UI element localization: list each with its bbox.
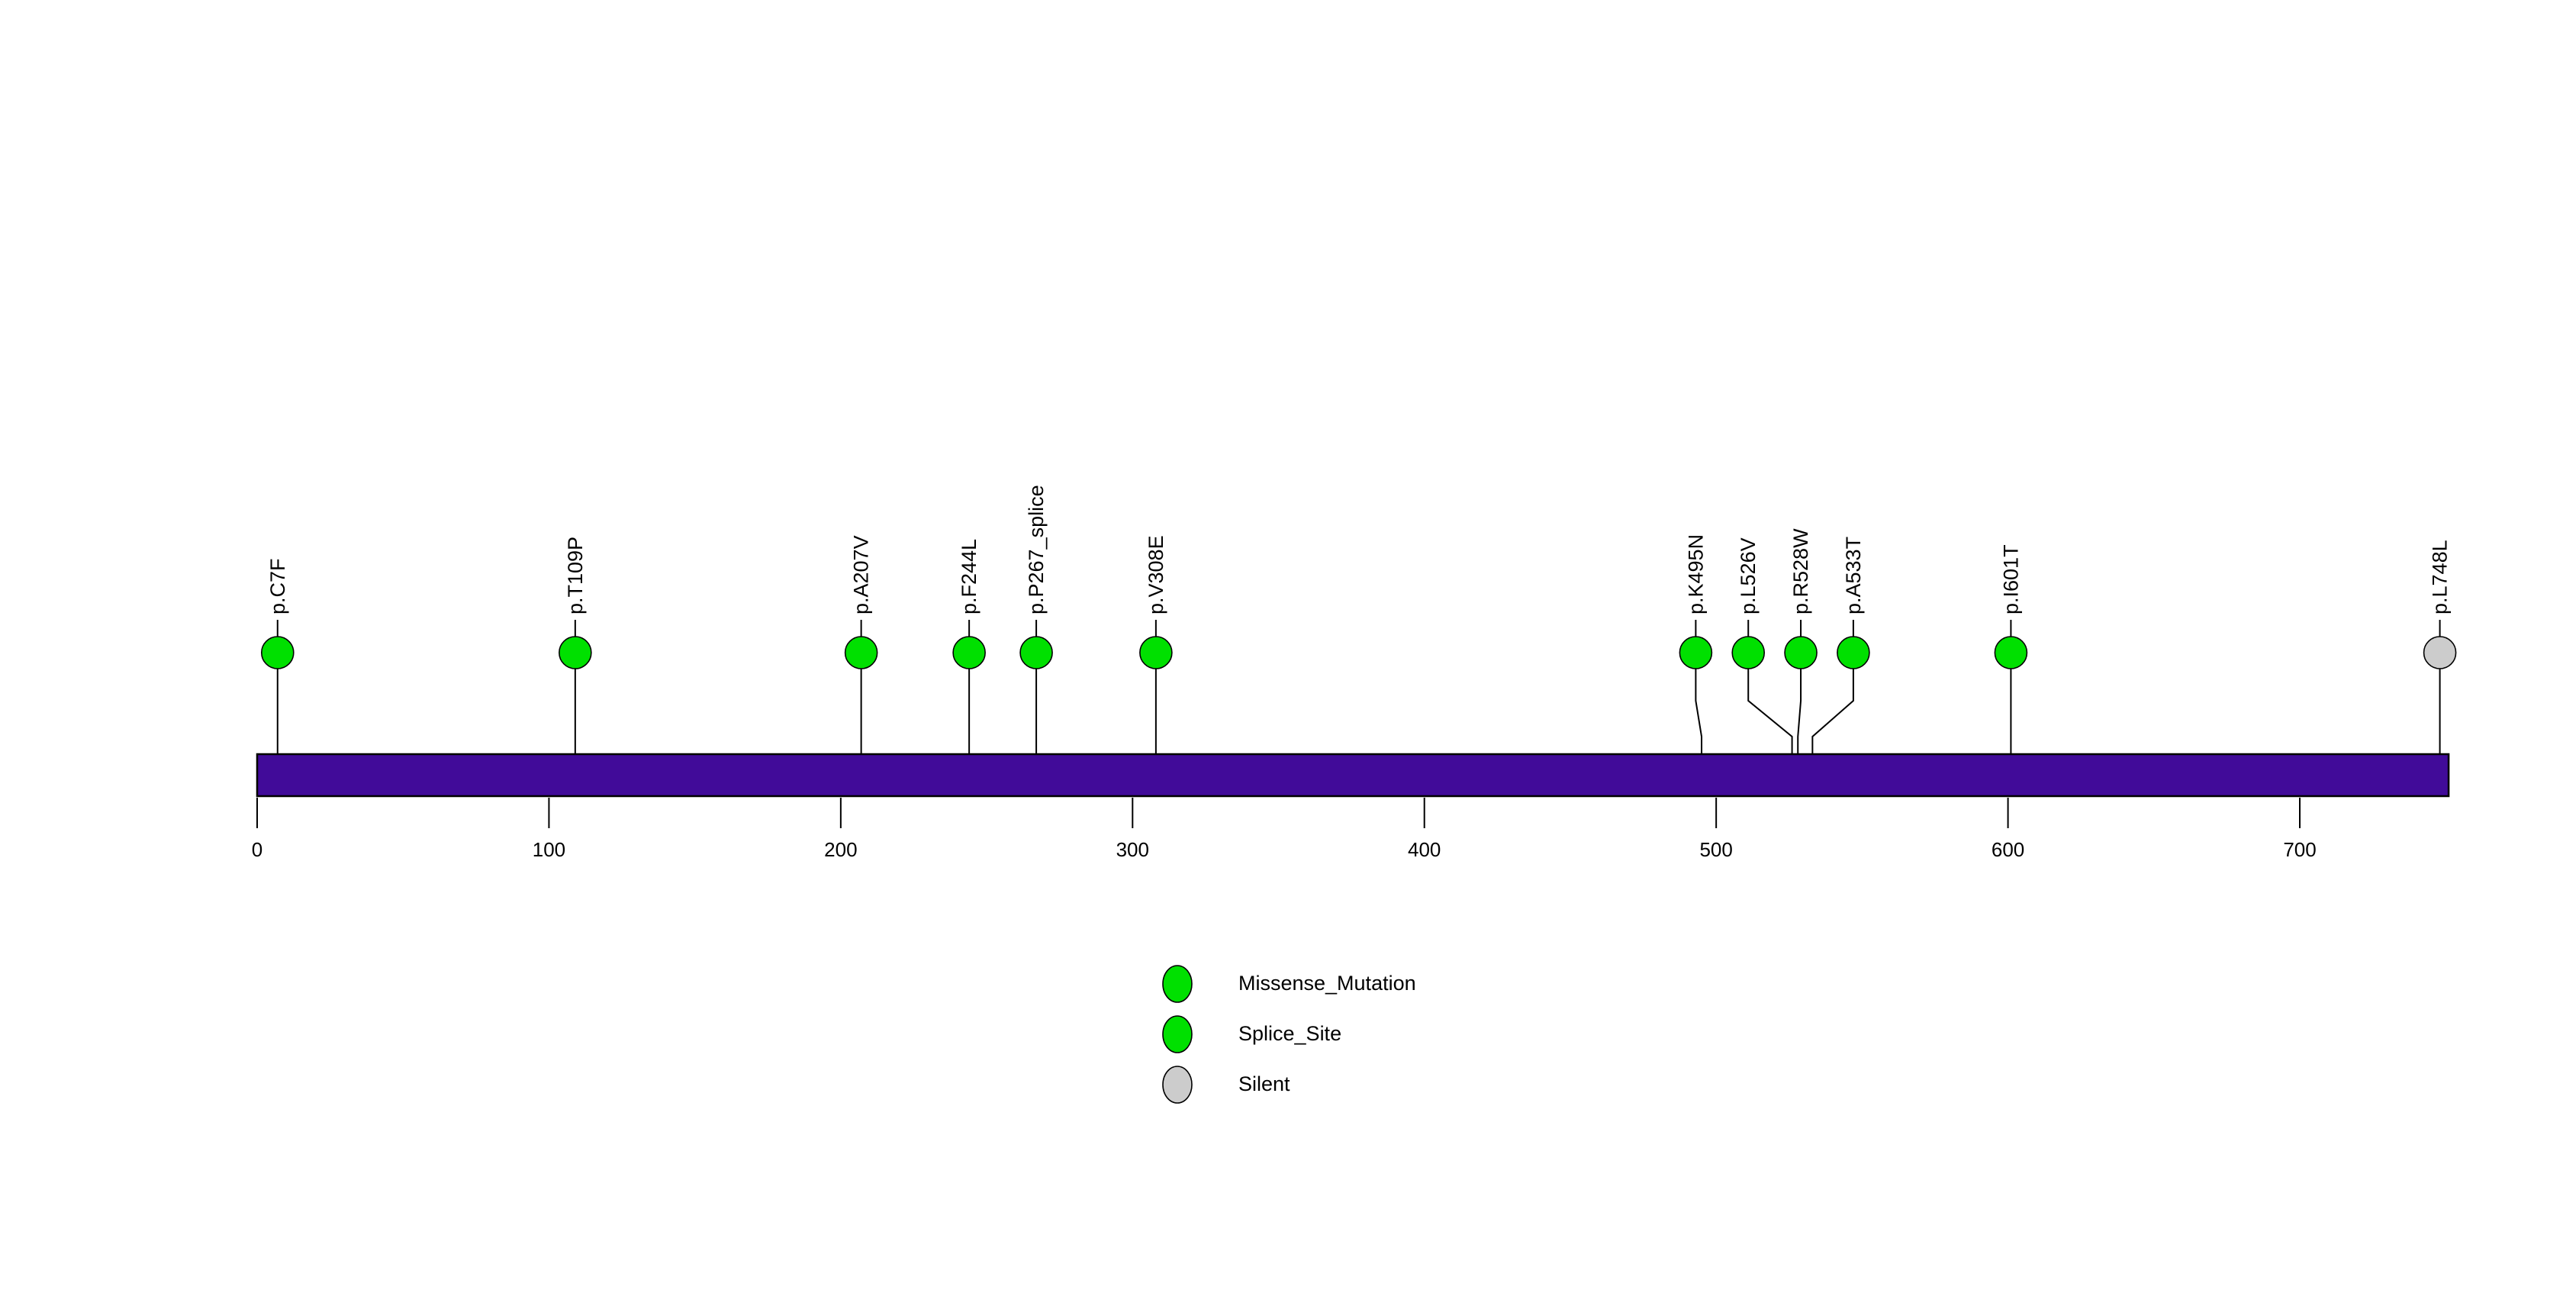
axis-tick-label: 500 (1699, 838, 1732, 861)
axis-tick-label: 0 (252, 838, 262, 861)
lollipop-marker[interactable] (1784, 636, 1818, 669)
lollipop-marker[interactable] (952, 636, 986, 669)
mutation-label: p.A533T (1842, 537, 1865, 614)
lollipop-marker[interactable] (2423, 636, 2457, 669)
mutation-label: p.T109P (564, 537, 587, 614)
mutation-label: p.V308E (1145, 535, 1167, 614)
lollipop-markers (260, 636, 2457, 669)
lollipop-marker[interactable] (1679, 636, 1713, 669)
axis-tick-label: 200 (824, 838, 857, 861)
legend-swatch (1162, 1015, 1193, 1053)
position-axis: 0 100 200 300 400 500 600 700 (252, 798, 2317, 861)
lollipop-marker[interactable] (559, 636, 592, 669)
legend-label: Splice_Site (1238, 1022, 1341, 1045)
axis-tick-label: 100 (533, 838, 565, 861)
lollipop-marker[interactable] (1019, 636, 1053, 669)
lollipop-marker[interactable] (1994, 636, 2028, 669)
mutation-label: p.K495N (1684, 534, 1707, 614)
protein-domain-bar (256, 753, 2450, 798)
legend-label: Silent (1238, 1072, 1290, 1095)
lollipop-marker[interactable] (1731, 636, 1766, 669)
mutation-label: p.R528W (1789, 528, 1812, 614)
mutation-label: p.L526V (1737, 537, 1760, 614)
mutation-labels: p.C7F p.T109P p.A207V p.F244L p.P267_splice p… (266, 485, 2452, 614)
legend-label: Missense_Mutation (1238, 972, 1416, 995)
axis-tick-label: 300 (1116, 838, 1149, 861)
axis-tick-label: 600 (1992, 838, 2024, 861)
mutation-label: p.C7F (266, 558, 289, 614)
lollipop-marker[interactable] (1139, 636, 1173, 669)
mutation-label: p.L748L (2429, 540, 2452, 614)
axis-tick-label: 700 (2283, 838, 2316, 861)
mutation-label: p.F244L (958, 539, 980, 614)
lollipop-marker[interactable] (1837, 636, 1870, 669)
mutation-label: p.I601T (1999, 544, 2022, 614)
protein-backbone-rect (256, 753, 2450, 798)
axis-tick-label: 400 (1408, 838, 1441, 861)
lollipop-marker[interactable] (260, 636, 295, 669)
legend-swatch (1162, 1066, 1193, 1104)
mutation-label: p.P267_splice (1025, 485, 1048, 614)
legend-swatch (1162, 965, 1193, 1003)
lollipop-marker[interactable] (844, 636, 878, 669)
mutation-label: p.A207V (850, 535, 873, 614)
